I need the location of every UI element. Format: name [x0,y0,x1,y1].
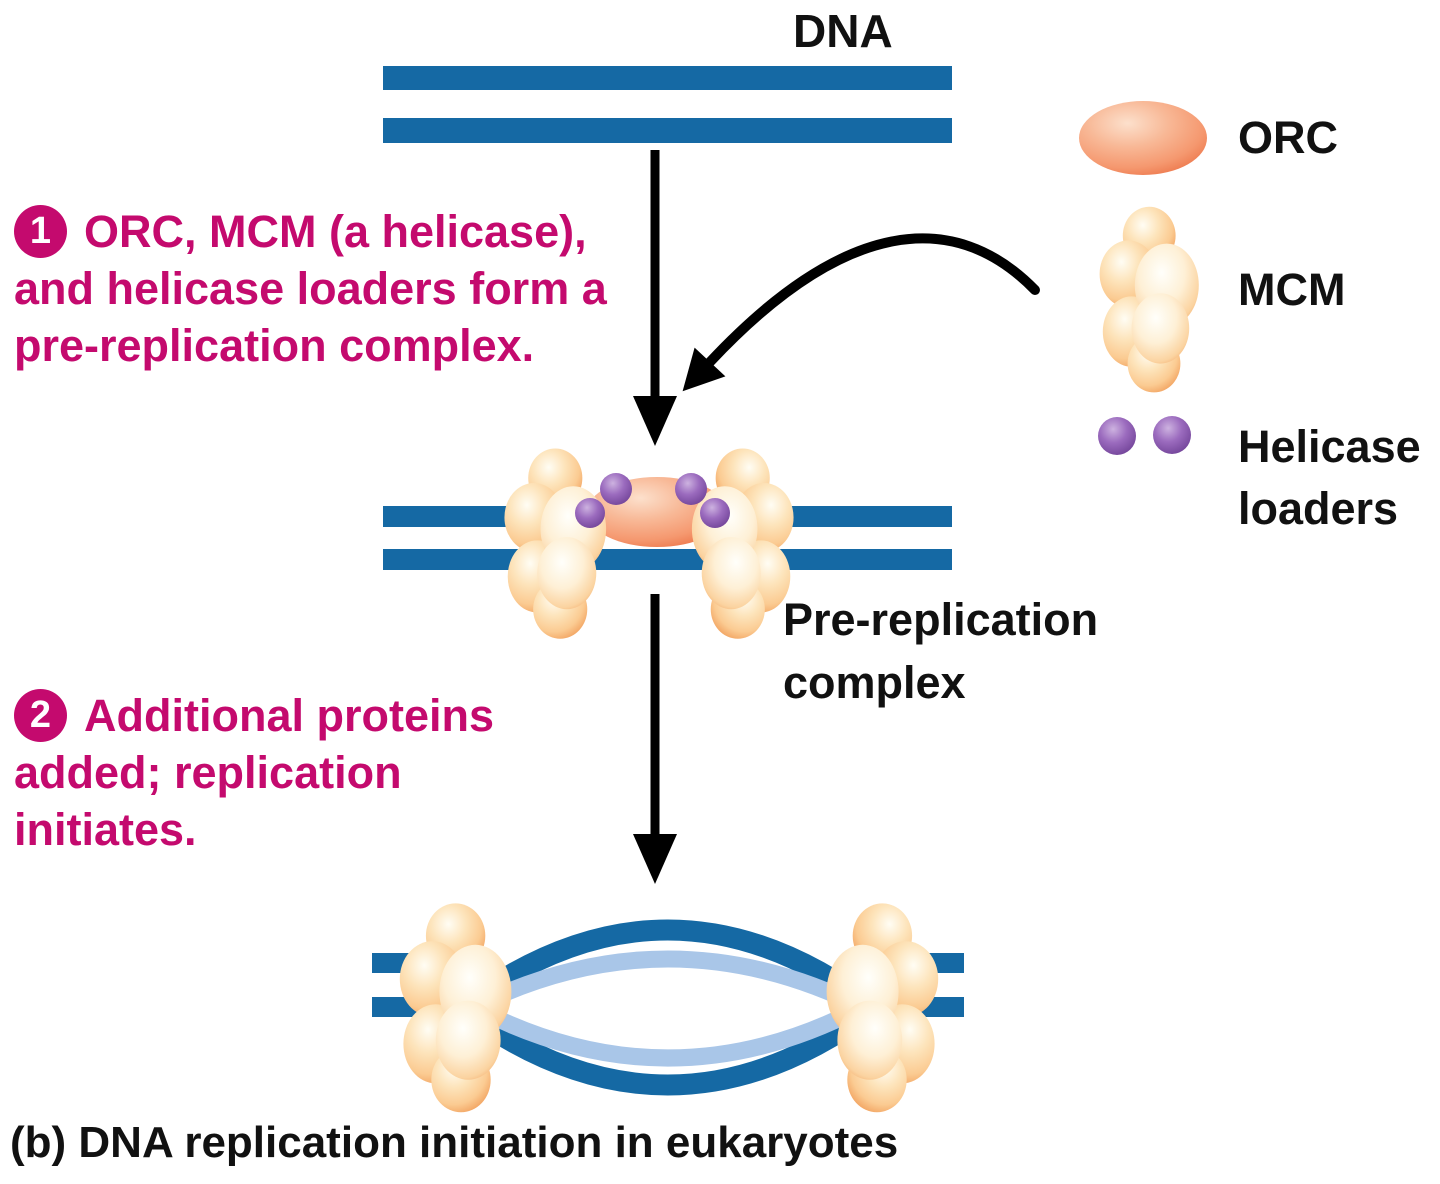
legend-helicase-loader-symbol [1098,416,1191,455]
step-2-down-arrow [633,594,677,884]
legend-symbols [1079,101,1207,455]
mcm-loading-curved-arrow [682,233,1040,392]
pre-replication-complex-label-line-2: complex [783,657,966,708]
step-2-line-2: added; replication [14,747,402,798]
legend-mcm-symbol [1099,206,1199,393]
pre-replication-complex-label: Pre-replication complex [783,588,1098,714]
mcm-helicase-left [504,448,607,639]
mcm-helicase-right [826,903,939,1113]
legend-mcm-label: MCM [1238,264,1346,315]
dna-strand-top [383,66,952,90]
mcm-helicase-right [691,448,794,639]
parental-strands-opened [444,919,891,1096]
step-2-line-3: initiates. [14,804,197,855]
figure-caption: (b) DNA replication initiation in eukary… [10,1118,899,1167]
step-2-line-1: Additional proteins [84,690,494,741]
step-2-annotation: 2 Additional proteins added; replication… [14,687,494,858]
step-1-line-2: and helicase loaders form a [14,263,607,314]
arrowhead [633,396,677,446]
pre-replication-complex [383,448,952,639]
arrowhead [633,834,677,884]
parental-dna-strands [383,66,952,143]
dna-label: DNA [793,5,893,57]
step-1-line-3: pre-replication complex. [14,320,535,371]
dna-strand-bottom [383,118,952,143]
helicase-loader-proteins [575,473,730,528]
step-1-down-arrow [633,150,677,446]
replication-bubble [372,903,964,1113]
mcm-helicase-left [399,903,512,1113]
step-1-annotation: 1 ORC, MCM (a helicase), and helicase lo… [14,203,607,374]
step-2-number-badge: 2 [14,689,67,742]
legend-helicase-loaders-label: Helicase loaders [1238,416,1421,540]
legend-orc-symbol [1079,101,1207,175]
legend-orc-label: ORC [1238,112,1338,163]
step-1-line-1: ORC, MCM (a helicase), [84,206,587,257]
legend-helicase-loaders-label-line-1: Helicase [1238,421,1421,472]
arrowhead [682,347,726,392]
legend-helicase-loaders-label-line-2: loaders [1238,483,1399,534]
pre-replication-complex-label-line-1: Pre-replication [783,594,1099,645]
step-1-number-badge: 1 [14,205,67,258]
dna-strand-bottom [383,549,952,570]
new-strands [459,950,877,1067]
